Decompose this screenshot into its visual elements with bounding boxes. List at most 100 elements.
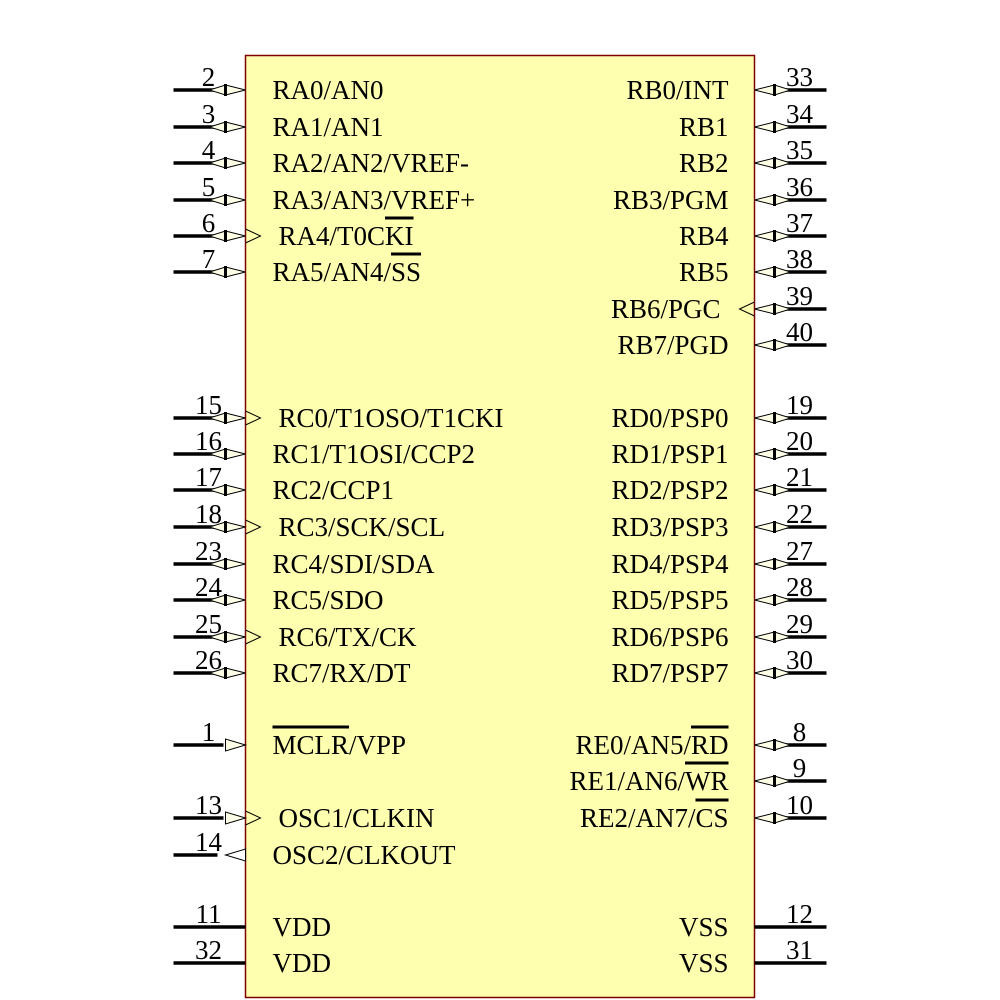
pin-name: RC2/CCP1: [273, 475, 395, 505]
pin-number: 25: [195, 609, 222, 639]
input-arrow-icon: [225, 230, 246, 242]
input-arrow-icon: [225, 412, 246, 424]
input-arrow-icon: [225, 448, 246, 460]
input-arrow-icon: [225, 738, 248, 752]
pin-name: OSC2/CLKOUT: [273, 840, 457, 870]
pin-name: RB3/PGM: [613, 185, 729, 215]
pin-number: 36: [786, 172, 813, 202]
pin-number: 12: [786, 899, 813, 929]
pin-number: 26: [195, 645, 222, 675]
pin-34: 34 RB1: [679, 99, 827, 142]
pin-number: 4: [202, 135, 216, 165]
pin-name: RB6/PGC: [611, 294, 721, 324]
input-arrow-icon: [225, 157, 246, 169]
pin-name: RA4/T0CKI: [279, 221, 414, 251]
pin-name: RA0/AN0: [273, 75, 384, 105]
input-arrow-icon: [225, 631, 246, 643]
input-arrow-icon: [754, 667, 775, 679]
pin-number: 11: [196, 899, 222, 929]
pin-number: 34: [786, 99, 814, 129]
input-arrow-icon: [754, 812, 775, 824]
pin-number: 2: [202, 62, 216, 92]
input-arrow-icon: [754, 484, 775, 496]
pin-name: RC5/SDO: [273, 585, 384, 615]
pin-number: 1: [202, 717, 216, 747]
output-arrow-icon: [223, 848, 246, 862]
input-arrow-icon: [754, 303, 775, 315]
pin-number: 37: [786, 208, 813, 238]
right-pin-group: 33RB0/INT34RB135RB236RB3/PGM37RB438RB539…: [570, 62, 827, 978]
pin-number: 38: [786, 244, 813, 274]
pin-12: 12 VSS: [679, 899, 827, 942]
pin-number: 17: [195, 462, 222, 492]
pin-name: VSS: [679, 912, 729, 942]
pin-name: RB5: [679, 257, 729, 287]
input-arrow-icon: [225, 667, 246, 679]
input-arrow-icon: [754, 521, 775, 533]
pin-name: RA5/AN4/SS: [273, 257, 422, 287]
pin-number: 18: [195, 499, 222, 529]
pin-name: RE0/AN5/RD: [575, 730, 728, 760]
pin-number: 22: [786, 499, 813, 529]
pin-10: 10 RE2/AN7/CS: [580, 790, 827, 833]
pin-number: 29: [786, 609, 813, 639]
pin-15: 15 RC0/T1OSO/T1CKI: [173, 390, 504, 433]
pin-name: RA3/AN3/VREF+: [273, 185, 476, 215]
pin-name: RC0/T1OSO/T1CKI: [279, 403, 504, 433]
pin-name: VDD: [273, 912, 332, 942]
pin-number: 23: [195, 536, 222, 566]
pin-number: 5: [202, 172, 216, 202]
pin-number: 30: [786, 645, 813, 675]
pin-number: 27: [786, 536, 813, 566]
pin-name: RD4/PSP4: [611, 549, 729, 579]
input-arrow-icon: [754, 266, 775, 278]
pin-name: VSS: [679, 948, 729, 978]
pin-number: 39: [786, 281, 813, 311]
input-arrow-icon: [754, 194, 775, 206]
pin-5: 5 RA3/AN3/VREF+: [173, 172, 476, 215]
pin-name: RB1: [679, 112, 729, 142]
pin-number: 13: [195, 790, 222, 820]
pin-name: RC1/T1OSI/CCP2: [273, 439, 476, 469]
pin-number: 33: [786, 62, 813, 92]
pin-name: RD5/PSP5: [611, 585, 728, 615]
pin-number: 15: [195, 390, 222, 420]
clock-marker-icon: [245, 810, 262, 826]
pin-name: RE1/AN6/WR: [570, 766, 729, 796]
input-arrow-icon: [754, 157, 775, 169]
clock-marker-icon: [245, 629, 262, 645]
pin-33: 33 RB0/INT: [626, 62, 827, 105]
clock-marker-icon: [245, 410, 262, 426]
input-arrow-icon: [225, 266, 246, 278]
ic-body: [244, 54, 756, 999]
pin-name: RE2/AN7/CS: [580, 803, 729, 833]
input-arrow-icon: [754, 448, 775, 460]
input-arrow-icon: [754, 775, 775, 787]
pin-number: 9: [793, 753, 807, 783]
pin-13: 13 OSC1/CLKIN: [173, 790, 435, 833]
pin-number: 10: [786, 790, 813, 820]
clock-marker-icon: [245, 519, 262, 535]
pin-36: 36 RB3/PGM: [613, 172, 827, 215]
input-arrow-icon: [754, 84, 775, 96]
pin-name: RB2: [679, 148, 729, 178]
pin-17: 17 RC2/CCP1: [173, 462, 395, 505]
pin-number: 6: [202, 208, 216, 238]
pin-27: 27 RD4/PSP4: [611, 536, 827, 579]
pin-name: RB0/INT: [626, 75, 729, 105]
pin-name: OSC1/CLKIN: [279, 803, 435, 833]
